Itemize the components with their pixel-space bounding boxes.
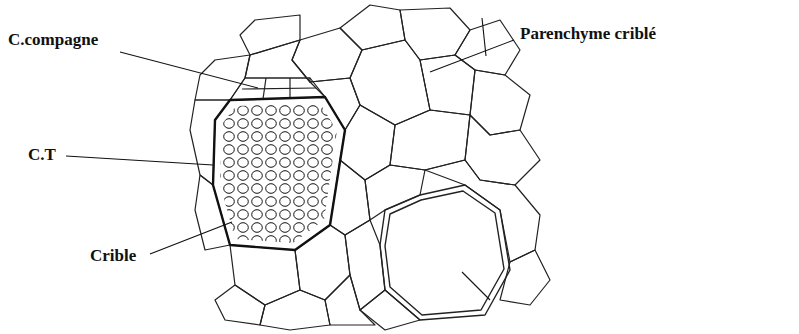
thick-walled-cell bbox=[380, 185, 510, 320]
part-label: C.compagne bbox=[8, 30, 98, 50]
leader-lines bbox=[66, 18, 514, 300]
parenchyma-cells bbox=[190, 5, 550, 330]
part-label: Parenchyme criblé bbox=[520, 24, 656, 44]
sieve-tube bbox=[213, 97, 345, 250]
part-label: Crible bbox=[90, 246, 136, 266]
part-label: C.T bbox=[28, 145, 56, 165]
